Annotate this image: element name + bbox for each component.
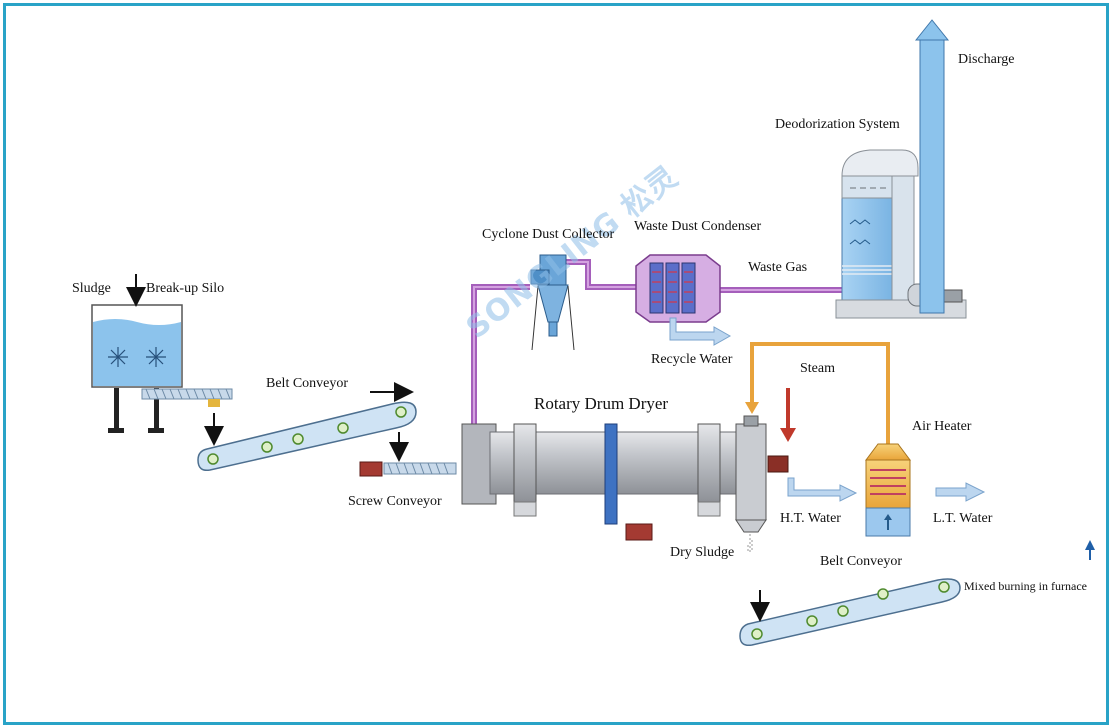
label-waste-dust-condenser: Waste Dust Condenser [634, 219, 762, 234]
label-break-up-silo: Break-up Silo [146, 281, 225, 296]
air-heater [865, 443, 911, 537]
label-discharge: Discharge [958, 52, 1015, 67]
label-recycle-water: Recycle Water [651, 352, 733, 367]
label-sludge: Sludge [72, 281, 111, 296]
screw-conveyor [359, 461, 457, 477]
deodorization-tower [835, 149, 967, 319]
discharge-chimney [914, 19, 950, 314]
air-inlet-arrow [1085, 540, 1095, 550]
belt-conveyor-2 [739, 578, 961, 647]
label-waste-gas: Waste Gas [748, 260, 808, 275]
hot-air-arrow [745, 402, 759, 414]
label-belt-conveyor-1: Belt Conveyor [266, 376, 349, 391]
label-steam: Steam [800, 361, 835, 376]
break-up-silo [91, 304, 233, 433]
agitator-icon [108, 347, 166, 367]
label-screw-conveyor: Screw Conveyor [348, 494, 442, 509]
label-air-heater: Air Heater [912, 419, 972, 434]
label-lt-water: L.T. Water [933, 511, 993, 526]
rotary-drum-dryer [461, 415, 789, 554]
cyclone-dust-collector [530, 254, 575, 351]
label-ht-water: H.T. Water [780, 511, 841, 526]
ht-water-arrow [787, 477, 858, 502]
label-mixed-burning: Mixed burning in furnace [964, 579, 1087, 593]
lt-water-arrow [935, 482, 986, 502]
label-dry-sludge: Dry Sludge [670, 545, 735, 560]
label-cyclone-dust-collector: Cyclone Dust Collector [482, 227, 615, 242]
label-belt-conveyor-2: Belt Conveyor [820, 554, 903, 569]
belt-conveyor-1 [197, 401, 417, 472]
label-deodorization-system: Deodorization System [775, 117, 900, 132]
waste-dust-condenser [635, 254, 721, 323]
hot-air-pipe [750, 342, 890, 444]
recycle-water-arrow [669, 317, 732, 346]
label-rotary-drum-dryer: Rotary Drum Dryer [534, 394, 669, 413]
